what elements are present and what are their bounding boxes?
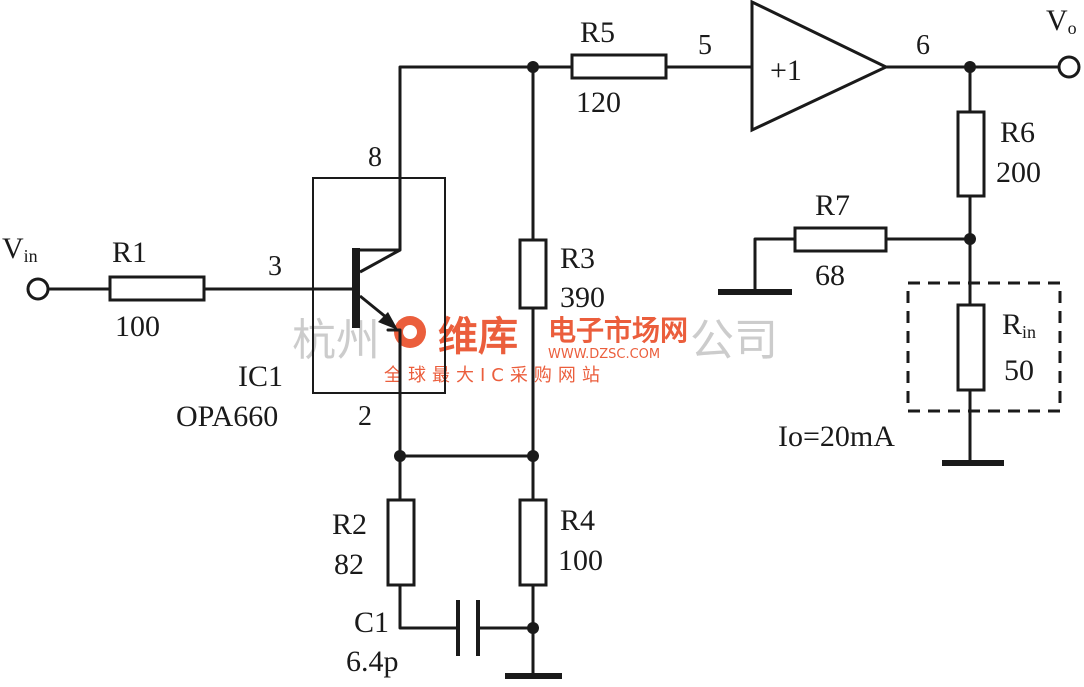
watermark-right-text: 公司 [690, 315, 778, 366]
vin-label: Vin [2, 232, 38, 266]
r7-name: R7 [815, 189, 850, 222]
resistor-rin [956, 303, 986, 392]
vo-terminal-icon[interactable] [1057, 55, 1081, 79]
c1-value: 6.4p [346, 645, 399, 678]
watermark: 杭州 维库 电子市场网 WWW.DZSC.COM 全球最大IC采购网站 公司 [292, 314, 778, 386]
pin-2: 2 [358, 401, 372, 432]
buffer-amplifier [750, 0, 890, 133]
resistor-r1 [108, 275, 206, 302]
watermark-brand: 维库 [438, 314, 518, 360]
r3-value: 390 [560, 281, 605, 314]
vin-terminal-icon[interactable] [26, 277, 50, 301]
ground-symbols [505, 289, 1004, 679]
watermark-left-text: 杭州 [292, 316, 380, 365]
resistor-r7 [793, 226, 888, 253]
pin-5: 5 [698, 30, 712, 61]
resistor-r6 [956, 110, 986, 198]
r3-name: R3 [560, 242, 595, 275]
io-label: Io=20mA [778, 420, 895, 453]
watermark-url: WWW.DZSC.COM [548, 347, 660, 362]
capacitor-c1 [456, 600, 480, 656]
watermark-slogan: 全球最大IC采购网站 [384, 365, 606, 386]
r1-name: R1 [112, 236, 147, 269]
r5-value: 120 [576, 86, 621, 119]
ic1-part: OPA660 [176, 400, 278, 433]
wires [45, 65, 1062, 678]
pin-3: 3 [268, 251, 282, 282]
transistor-icon [352, 248, 401, 330]
rin-name: Rin [1002, 308, 1036, 342]
r5-name: R5 [580, 16, 615, 49]
r2-name: R2 [332, 508, 367, 541]
r4-name: R4 [560, 504, 595, 537]
resistor-r3 [518, 238, 548, 310]
pin-6: 6 [916, 30, 930, 61]
ic1-name: IC1 [238, 360, 283, 393]
junction-dots [394, 61, 976, 634]
resistor-r5 [570, 53, 668, 80]
ic1-box [312, 177, 446, 394]
r1-value: 100 [115, 310, 160, 343]
rin-value: 50 [1004, 354, 1034, 387]
r2-value: 82 [334, 548, 364, 581]
resistor-r2 [386, 498, 416, 587]
c1-name: C1 [354, 606, 389, 639]
watermark-site-name: 电子市场网 [548, 314, 688, 347]
r4-value: 100 [558, 544, 603, 577]
vo-label: Vo [1046, 4, 1077, 38]
watermark-logo-icon [394, 316, 426, 348]
resistor-r4 [518, 498, 548, 587]
buffer-gain: +1 [770, 54, 802, 87]
r6-name: R6 [1000, 116, 1035, 149]
r7-value: 68 [815, 259, 845, 292]
pin-8: 8 [368, 142, 382, 173]
r6-value: 200 [996, 156, 1041, 189]
